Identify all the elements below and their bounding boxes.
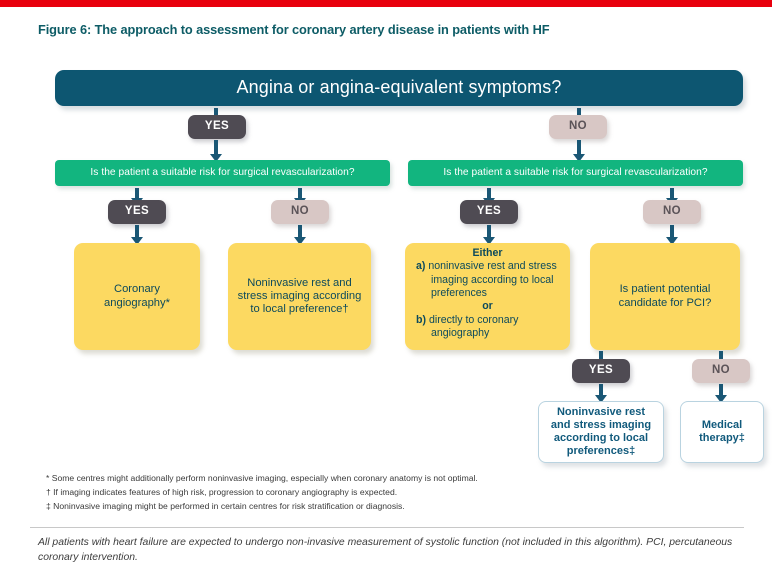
- right-yes-pill: YES: [460, 200, 518, 224]
- either-item-a: a) noninvasive rest and stress imaging a…: [416, 260, 559, 300]
- arrow-left-yes-to-angiography: [130, 225, 144, 245]
- pci-no-pill: NO: [692, 359, 750, 383]
- arrow-right-yes-to-either: [482, 225, 496, 245]
- arrow-pci-yes-to-outcome: [594, 384, 608, 403]
- arrow-yes-to-left-question: [209, 140, 223, 162]
- either-item-b-marker: b): [416, 313, 426, 326]
- top-red-rule: [0, 0, 772, 7]
- pci-candidate-box: Is patient potential candidate for PCI?: [590, 243, 740, 350]
- arrow-no-to-right-question: [572, 140, 586, 162]
- coronary-angiography-line2: angiography*: [104, 296, 170, 309]
- either-connector: or: [482, 300, 493, 313]
- left-yes-pill: YES: [108, 200, 166, 224]
- noninvasive-imaging-line1: Noninvasive rest and: [247, 276, 352, 289]
- pci-yes-outcome-line1: Noninvasive rest: [556, 406, 646, 419]
- either-options-box: Either a) noninvasive rest and stress im…: [405, 243, 570, 350]
- coronary-angiography-box: Coronary angiography*: [74, 243, 200, 350]
- pci-yes-outcome-line2: and stress imaging: [550, 419, 652, 432]
- medical-therapy-line2: therapy‡: [699, 432, 745, 444]
- pci-yes-outcome-line4: preferences‡: [566, 444, 636, 457]
- pci-yes-pill: YES: [572, 359, 630, 383]
- right-question-bar: Is the patient a suitable risk for surgi…: [408, 160, 743, 186]
- right-no-pill: NO: [643, 200, 701, 224]
- footnotes-block: * Some centres might additionally perfor…: [46, 472, 736, 514]
- left-question-bar: Is the patient a suitable risk for surgi…: [55, 160, 390, 186]
- pci-candidate-line2: candidate for PCI?: [618, 296, 712, 309]
- footer-divider: [30, 527, 744, 528]
- left-no-pill: NO: [271, 200, 329, 224]
- pci-yes-outcome-line3: according to local: [553, 432, 649, 444]
- branch-no-pill: NO: [549, 115, 607, 139]
- footnote-3: ‡ Noninvasive imaging might be performed…: [46, 500, 405, 511]
- pci-candidate-line1: Is patient potential: [619, 283, 711, 296]
- arrow-left-no-to-imaging: [293, 225, 307, 245]
- coronary-angiography-line1: Coronary: [113, 283, 160, 296]
- either-item-a-text: noninvasive rest and stress imaging acco…: [428, 260, 557, 300]
- branch-yes-pill: YES: [188, 115, 246, 139]
- page-title: Figure 6: The approach to assessment for…: [38, 22, 550, 37]
- either-item-b-text: directly to coronary angiography: [428, 313, 519, 340]
- medical-therapy-box: Medical therapy‡: [680, 401, 764, 463]
- pci-yes-outcome-box: Noninvasive rest and stress imaging acco…: [538, 401, 664, 463]
- medical-therapy-line1: Medical: [701, 419, 743, 432]
- either-heading: Either: [472, 247, 503, 259]
- footnote-2: † If imaging indicates features of high …: [46, 486, 398, 497]
- noninvasive-imaging-box: Noninvasive rest and stress imaging acco…: [228, 243, 371, 350]
- footnote-1: * Some centres might additionally perfor…: [46, 473, 478, 483]
- arrow-pci-no-to-outcome: [714, 384, 728, 403]
- either-item-a-marker: a): [416, 260, 426, 273]
- either-item-b: b) directly to coronary angiography: [416, 314, 559, 341]
- arrow-right-no-to-pci: [665, 225, 679, 245]
- noninvasive-imaging-line3: to local preference†: [250, 303, 349, 316]
- root-question-bar: Angina or angina-equivalent symptoms?: [55, 70, 743, 106]
- figure-caption: All patients with heart failure are expe…: [38, 537, 733, 564]
- noninvasive-imaging-line2: stress imaging according: [237, 289, 362, 302]
